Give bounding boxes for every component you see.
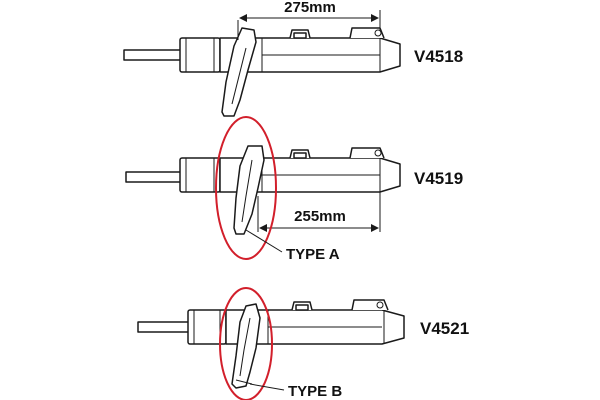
dimension-top (237, 10, 381, 40)
type-a-leader (245, 229, 283, 253)
dimension-middle-label: 255mm (294, 208, 346, 225)
part-code-v4521: V4521 (420, 319, 469, 338)
part-code-v4519: V4519 (414, 169, 463, 188)
type-b-leader (249, 383, 285, 391)
dimension-middle (257, 192, 381, 232)
type-b-highlight-ellipse (219, 287, 273, 400)
type-a-label: TYPE A (286, 246, 340, 263)
strut-v4519 (125, 145, 401, 235)
dimension-top-label: 275mm (284, 0, 336, 16)
strut-v4518 (123, 27, 401, 117)
part-code-v4518: V4518 (414, 47, 463, 66)
type-b-label: TYPE B (288, 383, 342, 400)
strut-v4521 (137, 299, 405, 389)
type-a-highlight-ellipse (215, 116, 277, 260)
